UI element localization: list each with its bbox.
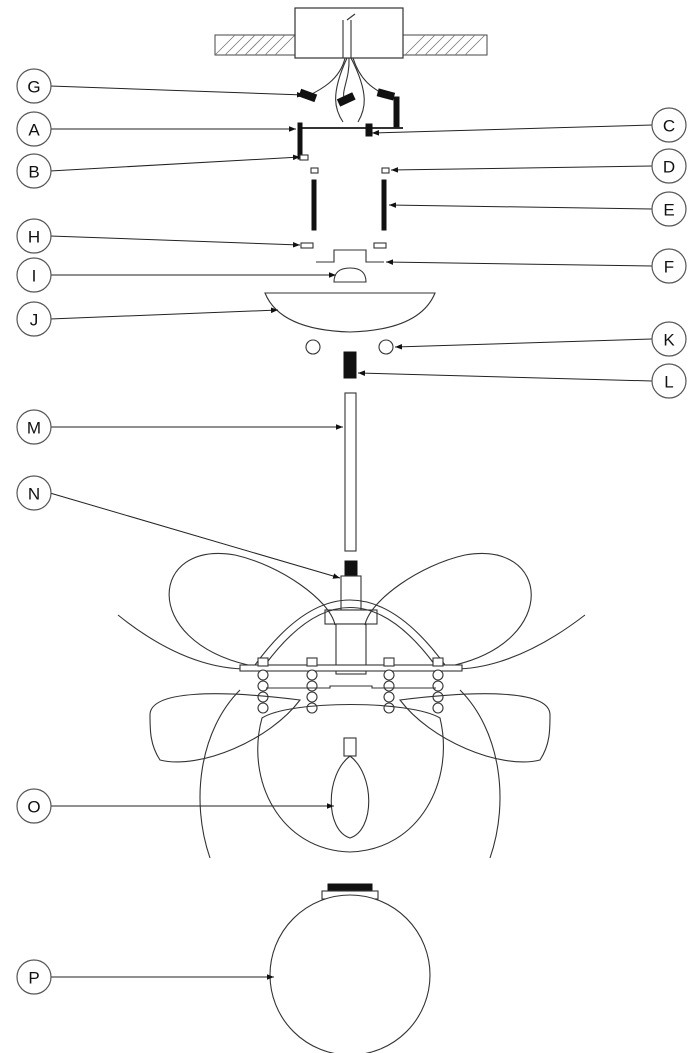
svg-text:D: D <box>663 158 675 177</box>
svg-text:M: M <box>27 419 41 438</box>
svg-text:G: G <box>27 78 40 97</box>
down-rod <box>344 392 357 552</box>
svg-text:A: A <box>28 121 40 140</box>
svg-text:I: I <box>32 267 37 286</box>
svg-text:J: J <box>30 311 39 330</box>
label-E: E <box>651 191 687 227</box>
label-G: G <box>16 68 52 104</box>
nut-left <box>310 167 319 174</box>
label-B: B <box>16 153 52 189</box>
label-I: I <box>16 257 52 293</box>
svg-text:K: K <box>663 331 675 350</box>
svg-text:H: H <box>28 228 40 247</box>
label-C: C <box>651 107 687 143</box>
decorative-ball-left <box>305 339 321 355</box>
candle-bulb <box>330 737 370 839</box>
nut-right <box>381 167 390 174</box>
canopy <box>264 292 436 333</box>
glass-globe <box>269 883 431 1053</box>
ceiling-junction-box <box>214 7 488 59</box>
svg-text:E: E <box>663 201 674 220</box>
threaded-rod-left <box>311 179 317 231</box>
svg-text:F: F <box>664 258 674 277</box>
label-F: F <box>651 248 687 284</box>
label-J: J <box>16 301 52 337</box>
screw-left <box>300 242 314 249</box>
decorative-ball-right <box>378 339 394 355</box>
label-H: H <box>16 218 52 254</box>
label-P: P <box>16 959 52 995</box>
label-N: N <box>16 475 52 511</box>
top-cap <box>333 267 367 283</box>
label-A: A <box>16 111 52 147</box>
threaded-rod-right <box>381 179 387 231</box>
mounting-bracket <box>297 96 403 161</box>
screw-right <box>373 242 387 249</box>
svg-text:C: C <box>663 117 675 136</box>
label-K: K <box>651 321 687 357</box>
svg-text:L: L <box>664 373 673 392</box>
svg-text:N: N <box>28 485 40 504</box>
svg-text:O: O <box>27 798 40 817</box>
label-L: L <box>651 363 687 399</box>
fixture-body <box>117 552 586 859</box>
label-O: O <box>16 788 52 824</box>
leader-lines <box>49 85 653 980</box>
svg-text:P: P <box>28 969 39 988</box>
svg-text:B: B <box>28 163 39 182</box>
coupler <box>343 351 357 379</box>
label-D: D <box>651 148 687 184</box>
label-M: M <box>16 409 52 445</box>
wire-connectors <box>298 57 396 123</box>
crossbar <box>316 249 384 263</box>
